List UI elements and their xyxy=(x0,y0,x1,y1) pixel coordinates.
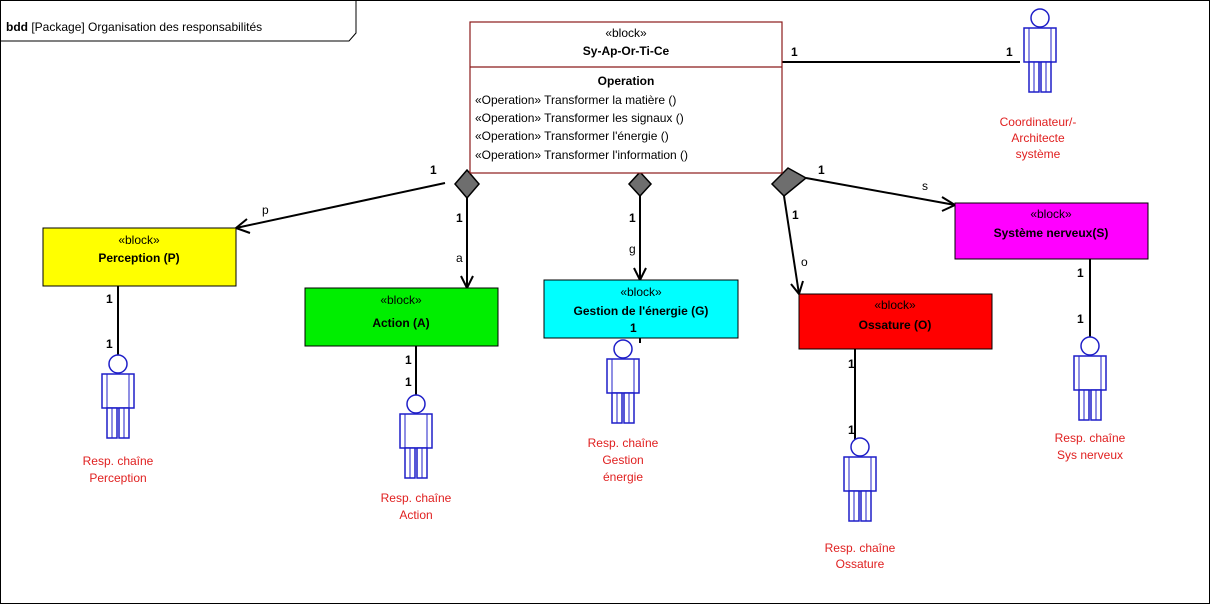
composition-line-ossature xyxy=(783,195,800,295)
block-main[interactable]: «block» Sy-Ap-Or-Ti-Ce Operation «Operat… xyxy=(469,21,783,174)
block-ossature[interactable]: «block» Ossature (O) xyxy=(798,293,993,350)
actor-icon xyxy=(1073,336,1107,421)
frame-header-tab xyxy=(0,0,357,42)
frame-header: bdd [Package] Organisation des responsab… xyxy=(6,20,262,34)
actor-coordinateur[interactable]: Coordinateur/- Architecte système xyxy=(1000,8,1077,161)
multiplicity-label: 1 xyxy=(818,163,825,177)
operation-item: «Operation» Transformer l'énergie () xyxy=(475,129,669,143)
block-action[interactable]: «block» Action (A) xyxy=(304,287,499,347)
operation-item: «Operation» Transformer les signaux () xyxy=(475,111,684,125)
composition-line-perception xyxy=(235,182,446,229)
actor-label: Architecte xyxy=(1011,131,1065,145)
diamond-perception xyxy=(454,168,480,200)
multiplicity-label: 1 xyxy=(848,357,855,371)
block-main-name: Sy-Ap-Or-Ti-Ce xyxy=(583,44,670,58)
block-name: Système nerveux(S) xyxy=(994,226,1109,240)
actor-icon xyxy=(399,394,433,479)
actor-label: Coordinateur/- xyxy=(1000,115,1077,129)
multiplicity-label: 1 xyxy=(1077,312,1084,326)
block-main-stereotype: «block» xyxy=(605,26,647,40)
multiplicity-label: 1 xyxy=(1077,266,1084,280)
actor-label: Action xyxy=(399,508,432,522)
block-name: Gestion de l'énergie (G) xyxy=(574,304,709,318)
multiplicity-label: 1 xyxy=(405,353,412,367)
actor-label: Sys nerveux xyxy=(1057,448,1123,462)
actor-label: Perception xyxy=(89,471,146,485)
arrowheads xyxy=(233,196,958,297)
role-label: g xyxy=(629,242,636,256)
diamond-ossature xyxy=(770,167,808,198)
operation-item: «Operation» Transformer l'information () xyxy=(475,148,688,162)
actor-label: Resp. chaîne xyxy=(588,436,659,450)
multiplicity-label: 1 xyxy=(405,375,412,389)
actor-label: Resp. chaîne xyxy=(381,491,452,505)
actor-action[interactable]: Resp. chaîne Action xyxy=(381,394,452,522)
multiplicity-label: 1 xyxy=(106,337,113,351)
actor-systeme[interactable]: Resp. chaîne Sys nerveux xyxy=(1055,336,1126,462)
multiplicity-label: 1 xyxy=(792,208,799,222)
multiplicity-label: 1 xyxy=(630,321,637,335)
role-label: o xyxy=(801,255,808,269)
role-label: a xyxy=(456,251,463,265)
actor-label: énergie xyxy=(603,470,643,484)
connectors xyxy=(117,61,1091,440)
multiplicity-label: 1 xyxy=(629,211,636,225)
multiplicity-label: 1 xyxy=(430,163,437,177)
compartment-title: Operation xyxy=(598,74,655,88)
block-name: Action (A) xyxy=(372,316,429,330)
composition-diamonds xyxy=(454,167,808,200)
block-stereotype: «block» xyxy=(118,233,160,247)
actor-label: système xyxy=(1016,147,1061,161)
block-stereotype: «block» xyxy=(380,293,422,307)
actor-gestion[interactable]: Resp. chaîne Gestion énergie xyxy=(588,339,659,484)
actor-perception[interactable]: Resp. chaîne Perception xyxy=(83,354,154,485)
actor-label: Resp. chaîne xyxy=(825,541,896,555)
actor-label: Resp. chaîne xyxy=(1055,431,1126,445)
composition-line-systeme xyxy=(805,177,956,206)
block-stereotype: «block» xyxy=(874,298,916,312)
actor-label: Resp. chaîne xyxy=(83,454,154,468)
block-gestion[interactable]: «block» Gestion de l'énergie (G) xyxy=(543,279,739,339)
block-stereotype: «block» xyxy=(1030,207,1072,221)
block-stereotype: «block» xyxy=(620,285,662,299)
multiplicity-label: 1 xyxy=(106,292,113,306)
actor-label: Gestion xyxy=(602,453,643,467)
block-systeme[interactable]: «block» Système nerveux(S) xyxy=(954,202,1149,260)
labels: 1 1 1 p 1 a 1 g 1 o 1 s 1 1 1 1 1 1 1 1 … xyxy=(106,45,1084,437)
actor-ossature[interactable]: Resp. chaîne Ossature xyxy=(825,437,896,571)
multiplicity-label: 1 xyxy=(848,423,855,437)
actor-icon xyxy=(606,339,640,424)
actor-icon xyxy=(843,437,877,522)
actor-icon xyxy=(1023,8,1057,93)
operation-item: «Operation» Transformer la matière () xyxy=(475,93,676,107)
multiplicity-label: 1 xyxy=(1006,45,1013,59)
multiplicity-label: 1 xyxy=(456,211,463,225)
block-name: Ossature (O) xyxy=(859,318,932,332)
multiplicity-label: 1 xyxy=(791,45,798,59)
diamond-gestion xyxy=(627,170,653,198)
block-name: Perception (P) xyxy=(98,251,179,265)
block-perception[interactable]: «block» Perception (P) xyxy=(42,227,237,287)
actor-label: Ossature xyxy=(836,557,885,571)
role-label: p xyxy=(262,203,269,217)
role-label: s xyxy=(922,179,928,193)
actor-icon xyxy=(101,354,135,439)
